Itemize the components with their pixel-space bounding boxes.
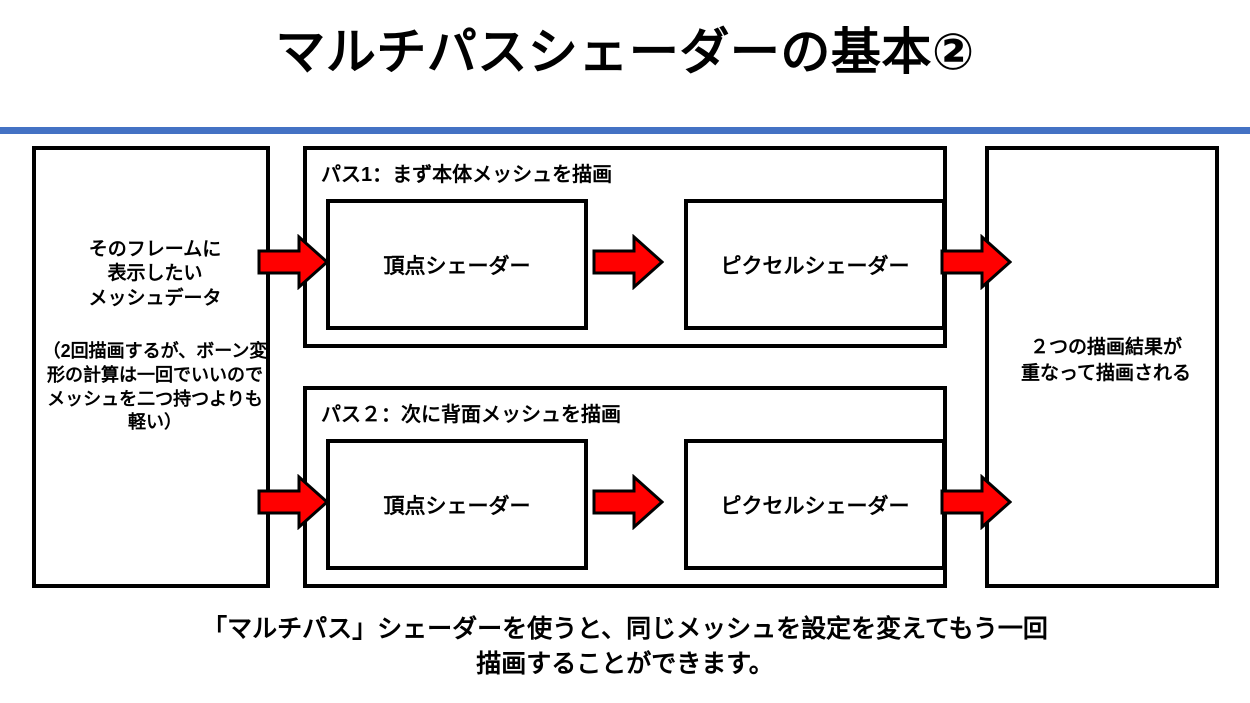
source-mesh-box: そのフレームに表示したいメッシュデータ （2回描画するが、ボーン変形の計算は一回… bbox=[32, 146, 270, 588]
slide-caption: 「マルチパス」シェーダーを使うと、同じメッシュを設定を変えてもう一回 描画するこ… bbox=[0, 612, 1250, 681]
pass1-vertex-shader-box: 頂点シェーダー bbox=[326, 199, 588, 330]
result-box: ２つの描画結果が重なって描画される bbox=[985, 146, 1219, 588]
page-title: マルチパスシェーダーの基本② bbox=[275, 24, 975, 80]
right-arrow-icon-source-to-pass2 bbox=[257, 474, 329, 530]
result-text: ２つの描画結果が重なって描画される bbox=[1020, 337, 1192, 384]
pass1-pixel-shader-label: ピクセルシェーダー bbox=[720, 254, 910, 278]
pass2-container: パス２：次に背面メッシュを描画 頂点シェーダー ピクセルシェーダー bbox=[303, 386, 947, 588]
source-mesh-main-text: そのフレームに表示したいメッシュデータ bbox=[88, 239, 222, 309]
right-arrow-icon-pass2-to-result bbox=[940, 474, 1012, 530]
source-mesh-note-text: （2回描画するが、ボーン変形の計算は一回でいいのでメッシュを二つ持つよりも軽い） bbox=[42, 341, 268, 433]
right-arrow-icon-vertex-to-pixel-pass1 bbox=[592, 234, 664, 290]
pass2-vertex-shader-label: 頂点シェーダー bbox=[383, 494, 531, 518]
slide-caption-line-2: 描画することができます。 bbox=[476, 649, 774, 678]
pass2-pixel-shader-label: ピクセルシェーダー bbox=[720, 494, 910, 518]
right-arrow-icon-source-to-pass1 bbox=[257, 234, 329, 290]
right-arrow-icon-vertex-to-pixel-pass2 bbox=[592, 474, 664, 530]
pass1-title: パス1：まず本体メッシュを描画 bbox=[321, 164, 613, 186]
pass2-pixel-shader-box: ピクセルシェーダー bbox=[684, 439, 946, 570]
pass2-vertex-shader-box: 頂点シェーダー bbox=[326, 439, 588, 570]
title-divider-rule bbox=[0, 127, 1250, 134]
pass1-container: パス1：まず本体メッシュを描画 頂点シェーダー ピクセルシェーダー bbox=[303, 146, 947, 348]
pass1-vertex-shader-label: 頂点シェーダー bbox=[383, 254, 531, 278]
pass1-pixel-shader-box: ピクセルシェーダー bbox=[684, 199, 946, 330]
right-arrow-icon-pass1-to-result bbox=[940, 234, 1012, 290]
slide-caption-line-1: 「マルチパス」シェーダーを使うと、同じメッシュを設定を変えてもう一回 bbox=[202, 615, 1048, 643]
pass2-title: パス２：次に背面メッシュを描画 bbox=[321, 404, 621, 426]
